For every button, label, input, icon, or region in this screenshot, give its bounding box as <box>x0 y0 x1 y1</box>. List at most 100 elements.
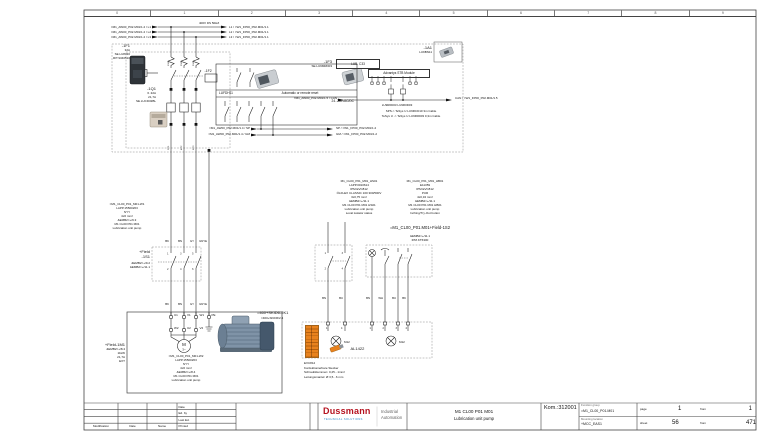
isolator-s1-symbol <box>158 255 202 316</box>
s2-left-enclosure <box>314 244 353 282</box>
function-group-value: =M1_CL00_P01.M01 <box>581 408 615 413</box>
s1-location: +Field <box>138 248 150 254</box>
wire-ref-out-l3: L3 / =W1_FP00_P02.M01/1.1 <box>229 34 269 39</box>
terminal-w1: W1 <box>199 312 205 317</box>
m1-info: &EMB2=+/8.4 11kW 21,7A EXT <box>106 347 125 364</box>
wire-color: GNYE <box>199 301 207 306</box>
gm-out-ref: GM / =W1_FP00_P02.M01/1.2 <box>336 132 378 136</box>
relay-name: LUFDH11 <box>219 91 233 96</box>
can-cable-notes: SPS-> TeSys U LU9RCD10 3m Cable TeSys U … <box>381 109 441 118</box>
q1-tag: -1Q1 <box>147 85 156 91</box>
svg-text:3/L2: 3/L2 <box>181 61 183 66</box>
s1-pin-labels: 1 2 3 4 5 6 <box>167 253 194 272</box>
rev-col-name: Name <box>157 424 166 429</box>
svg-text:1: 1 <box>167 253 169 256</box>
can-parts: LU9R0D03 LU9R0D03 <box>381 102 413 107</box>
sp-out-ref: SP / =W1_FP00_P02.M01/1.2 <box>336 126 377 130</box>
s2-heading: =M1_CL00_P01.M01+Field-1S2 <box>389 224 451 230</box>
column-number: 6 <box>488 10 556 16</box>
svg-text:6: 6 <box>192 268 194 271</box>
company-logo-subtitle: TECHNICAL SOLUTIONS <box>324 417 363 421</box>
page-from-label: from <box>700 406 706 411</box>
sheet-number: 56 <box>672 419 679 426</box>
column-number: 5 <box>420 10 488 16</box>
motor-photo <box>217 315 275 352</box>
s2-left-symbol <box>327 222 351 322</box>
connector-symbols <box>326 321 410 347</box>
svg-text:3: 3 <box>342 252 344 255</box>
column-number: 8 <box>622 10 690 16</box>
stb-module-pins <box>370 76 418 100</box>
iolink-part: AL1422 <box>350 346 365 351</box>
rev-row-edby: Ed. by <box>178 411 188 416</box>
svg-text:3: 3 <box>180 253 182 256</box>
motor-symbol-text: M 3~ <box>182 342 186 351</box>
column-number: 7 <box>555 10 623 16</box>
drawing-title-line1: M1 CL00 P01 M01 <box>454 408 494 414</box>
m1-tag: +Field-1M1 <box>104 341 125 347</box>
pin-number: 4 <box>341 326 343 330</box>
can-in-ref: =M1_AW00_P02.M01/1.5 / CAN <box>293 96 337 101</box>
svg-text:1: 1 <box>325 252 327 255</box>
wire-color: GY <box>189 238 194 243</box>
wire-color: GNYE <box>199 238 207 243</box>
commission-number: Kom.:312001 <box>544 404 577 411</box>
breaker-q1-symbol <box>132 56 218 316</box>
terminal-strip-photo <box>305 325 319 358</box>
f3-part: SE.LU9MRD03 <box>311 64 332 68</box>
rev-row-printed: Printed <box>178 424 189 429</box>
s2-pin-labels: 1 2 3 4 <box>325 252 344 271</box>
cable-connector-photo <box>329 344 344 353</box>
f1-device-photo <box>129 55 146 85</box>
sp-in-ref: =M1_AW00_P02.M01/1.4 / SP <box>209 126 250 130</box>
q1-info: 6..32A 21,7A SE.LUCD32BL <box>135 90 156 103</box>
cable-hb01-spec: M1_CL00_P01_M01_HB01 E11359 IPM.EVC812 P… <box>406 178 444 215</box>
connector-ref: =460+SKID6/2.4 <box>261 316 284 320</box>
page-label: page <box>640 406 647 411</box>
rev-row-date: Date <box>178 404 185 409</box>
pin-number: 1 <box>326 326 328 330</box>
pin-number: 2 <box>382 326 384 330</box>
f1-tag: -1F1 <box>121 42 130 48</box>
wire-ref-in-l1: =M1_AW00_P02.M01/1.2 / L1 <box>110 24 151 29</box>
titleblock-grid <box>84 402 756 430</box>
wire-color: WH <box>378 295 383 300</box>
connector-notes: EVC812 Konfektionierbare Stecker Schraub… <box>304 361 346 379</box>
motor-box <box>126 311 283 394</box>
panel-boundary <box>111 43 464 153</box>
svg-text:4: 4 <box>180 268 182 271</box>
company-division: Industrial Automation <box>381 409 403 420</box>
sheet-from-label: from <box>700 421 706 425</box>
svg-text:1/L1: 1/L1 <box>168 61 170 66</box>
wire-ref-out-l1: L1 / =W1_FP00_P02.M01/1.1 <box>229 24 269 29</box>
svg-text:2: 2 <box>167 268 169 271</box>
svg-text:3~: 3~ <box>182 347 186 351</box>
a1-tag: -1A1 <box>423 44 432 50</box>
terminal-v1: V1 <box>187 312 191 317</box>
s2-right-symbols <box>368 247 413 322</box>
f2-tag: -1F2 <box>204 69 212 73</box>
m12-label-left: M12 <box>344 339 350 344</box>
column-number: 9 <box>721 11 724 15</box>
connector-tag: =460+SKID6-2K1 <box>257 310 289 315</box>
wire-ref-in-l2: =M1_AW00_P02.M01/1.2 / L2 <box>110 29 151 34</box>
terminal-v2: V2 <box>199 325 204 330</box>
svg-text:M: M <box>182 342 186 347</box>
f3-tag: -1F3 <box>323 59 332 64</box>
rev-col-modification: Modification <box>92 424 109 429</box>
tesysu-device-photo <box>254 69 280 89</box>
stb-module-label: Advantys STB Module <box>383 71 415 76</box>
sheet-label: sheet <box>640 421 648 425</box>
q1-pin-labels: 1/L1 3/L2 5/L3 2/T1 4/T2 6/T3 <box>168 61 195 150</box>
signal-lines <box>251 127 333 137</box>
function-group-label: Function group <box>581 403 600 407</box>
wire-color: BK <box>402 295 406 300</box>
f1-info: 32A SE.LU8330 RIT.9340510 <box>112 47 130 60</box>
svg-text:5/L3: 5/L3 <box>193 61 195 66</box>
stb-module-box: Advantys STB Module <box>368 68 430 78</box>
wire-color: BN <box>178 301 182 306</box>
cable-w2-spec: =M1_CL00_P01_M01-W2 LAPP.15500263 NYY 4x… <box>168 353 204 382</box>
gm-in-ref: =M1_AW00_P02.M01/1.4 / GM <box>208 132 250 136</box>
s1-tag: -1S1 <box>141 253 150 259</box>
